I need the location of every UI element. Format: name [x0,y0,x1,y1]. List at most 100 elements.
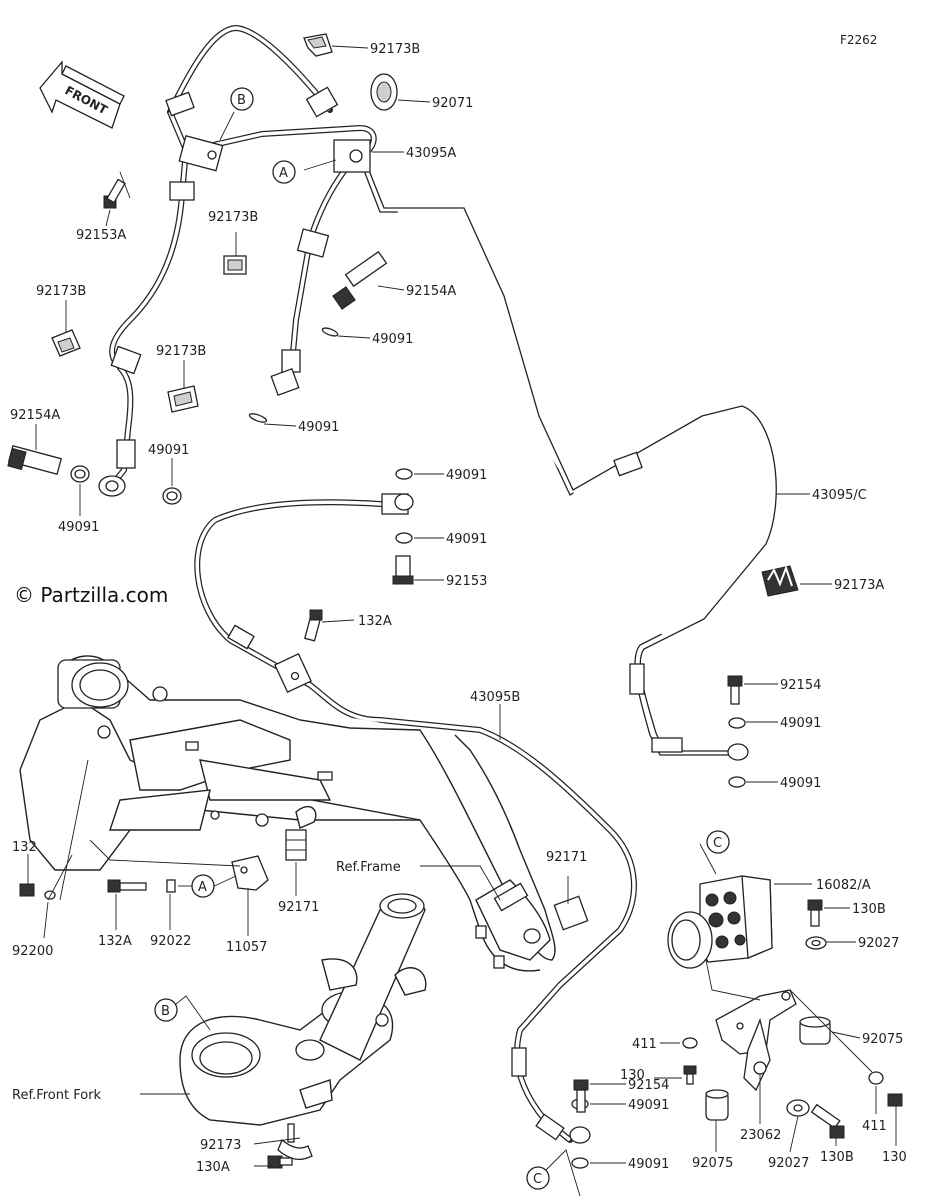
svg-text:A: A [279,166,288,181]
part-labels: 92173B 92071 43095A 92173B 92153A 92154A… [10,42,907,1175]
label-411-1: 411 [632,1037,657,1052]
label-92075-1: 92075 [862,1032,903,1047]
label-43095B: 43095B [470,690,520,705]
label-92200: 92200 [12,944,53,959]
washer-92022 [166,879,176,893]
bolt-92154-right [727,675,743,705]
bolt-92153 [392,555,414,585]
bolt-132A-center [304,609,323,642]
bleeder-92154A-center [332,250,388,310]
label-92173B-2: 92173B [208,210,258,225]
callout-b-fork: B [154,998,178,1022]
svg-text:A: A [198,880,207,895]
washer-92027-lower [786,1099,810,1117]
brake-pipe-43095C [359,157,777,756]
banjo-fitting-lower-left [98,345,142,497]
clip-92173B-left [51,329,81,357]
svg-text:B: B [161,1004,170,1019]
connector-92171-center [285,829,307,861]
three-way-joint-top-left [165,91,224,201]
bracket-11057 [231,855,269,891]
svg-text:C: C [533,1172,542,1187]
label-49091-4: 49091 [58,520,99,535]
label-92153A: 92153A [76,228,126,243]
damper-92075-left [705,1089,729,1121]
label-132A-1: 132A [358,614,392,629]
callout-a-top: A [272,160,296,184]
label-43095C: 43095/C [812,488,867,503]
label-49091-6: 49091 [446,532,487,547]
abs-bracket-23062 [715,989,797,1092]
label-92075-2: 92075 [692,1156,733,1171]
clip-92173B-middle [223,255,247,275]
brake-hose-upper-left [109,25,333,488]
brake-pipe-43095B [194,499,637,1143]
connector-92171-right [553,895,589,931]
label-92022: 92022 [150,934,191,949]
svg-text:C: C [713,836,722,851]
washer-411-right [868,1071,884,1085]
label-ref-front-fork: Ref.Front Fork [12,1088,102,1103]
label-130A: 130A [196,1160,230,1175]
label-49091-2: 49091 [298,420,339,435]
bolt-92154-lower [573,1079,589,1113]
watermark-text: © Partzilla.com [14,583,168,607]
front-arrow-icon: FRONT [39,60,125,129]
clamp-92173A [761,565,799,597]
grommet-92071 [370,73,398,111]
leader-lines [27,45,897,1167]
callout-c-bottom: C [526,1166,550,1190]
bolt-132A-lower [107,879,147,893]
bolt-130A [267,1155,293,1169]
clip-92173B-lower [167,385,199,413]
bolt-130B-top [807,899,823,927]
callout-b-top: B [230,87,254,111]
bleeder-92154A-left [7,445,63,475]
clip-92173B-top [303,33,333,57]
label-49091-8: 49091 [780,776,821,791]
label-92154A-2: 92154A [10,408,60,423]
label-49091-3: 49091 [148,443,189,458]
label-16082A: 16082/A [816,878,871,893]
svg-text:B: B [237,93,246,108]
label-49091-1: 49091 [372,332,413,347]
label-49091-7: 49091 [780,716,821,731]
label-92027-2: 92027 [768,1156,809,1171]
label-92173B-4: 92173B [156,344,206,359]
label-92027-1: 92027 [858,936,899,951]
diagram-code: F2262 [840,33,877,47]
label-43095A: 43095A [406,146,456,161]
label-130B-2: 130B [820,1150,854,1165]
bolt-130-abs [683,1065,697,1085]
label-130-1: 130 [620,1068,645,1083]
label-ref-frame: Ref.Frame [336,860,401,875]
damper-92075-right [799,1016,831,1045]
banjo-fitting-center [270,349,301,396]
label-411-2: 411 [862,1119,887,1134]
label-92153: 92153 [446,574,487,589]
label-23062: 23062 [740,1128,781,1143]
clip-92173-fork [277,1123,313,1161]
bolt-92153A [103,178,126,209]
abs-hydraulic-unit-16082A [667,875,773,969]
label-92173A: 92173A [834,578,884,593]
callout-a-lower: A [191,874,215,898]
callout-c-abs: C [706,830,730,854]
hose-clamp-center [274,653,312,693]
bolt-130B-lower [810,1103,845,1139]
bolt-132-left [19,883,56,900]
banjo-fitting-top-center [381,493,414,515]
label-130B-1: 130B [852,902,886,917]
label-49091-10: 49091 [628,1157,669,1172]
label-92173B-1: 92173B [370,42,420,57]
label-92171-2: 92171 [546,850,587,865]
washer-411-left [682,1037,698,1049]
label-92173: 92173 [200,1138,241,1153]
label-92154-2: 92154 [628,1078,669,1093]
label-92154-1: 92154 [780,678,821,693]
label-92154A-1: 92154A [406,284,456,299]
label-130: 130 [882,1150,907,1165]
label-49091-9: 49091 [628,1098,669,1113]
